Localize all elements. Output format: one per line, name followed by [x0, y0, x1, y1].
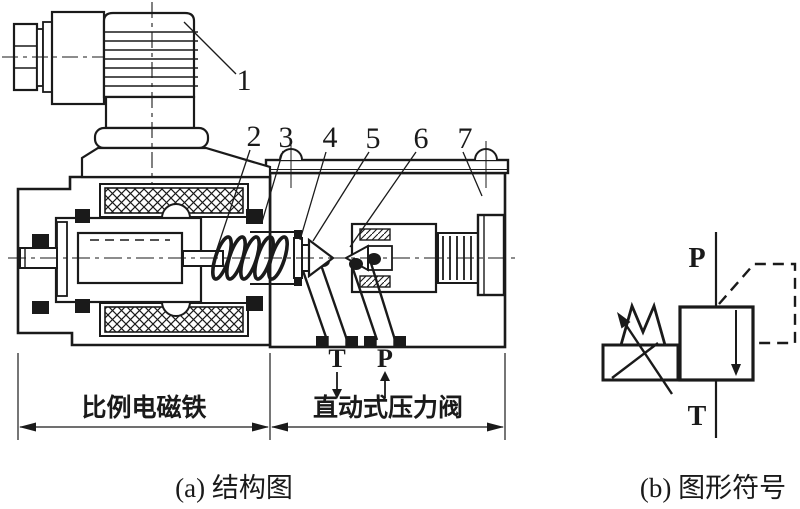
- caption-symbol: (b) 图形符号: [640, 473, 786, 503]
- port-t-label: T: [328, 344, 345, 373]
- part-label-4: 4: [323, 121, 338, 154]
- screw-cap: [476, 213, 506, 297]
- part-label-3: 3: [279, 121, 294, 154]
- port-letters: T P: [328, 344, 393, 399]
- ribbed-cap: [102, 11, 196, 99]
- cable-connector: [2, 2, 272, 222]
- structural-diagram: 1 2 3 4 5 6 7 T P: [2, 2, 520, 503]
- part-label-7: 7: [458, 122, 473, 155]
- part-label-6: 6: [414, 122, 429, 155]
- dimension-annotations: 比例电磁铁 直动式压力阀: [17, 353, 506, 440]
- arrow-up-icon: [380, 371, 390, 381]
- part-label-1: 1: [237, 64, 252, 97]
- graphic-symbol: P T (b) 图形符号: [601, 232, 797, 503]
- dim-label-valve: 直动式压力阀: [313, 394, 463, 422]
- arrow-down-icon: [731, 364, 741, 376]
- symbol-port-p: P: [688, 243, 705, 274]
- arrow-down-icon: [332, 389, 342, 399]
- proportional-arrow: [611, 312, 673, 395]
- part-labels: 1 2 3 4 5 6 7: [183, 21, 483, 256]
- connector-block: [50, 10, 106, 106]
- dim-label-solenoid: 比例电磁铁: [81, 393, 206, 422]
- mount-flange: [80, 146, 272, 179]
- part-label-5: 5: [366, 122, 381, 155]
- caption-structural: (a) 结构图: [175, 473, 293, 503]
- port-p-label: P: [377, 344, 393, 373]
- spring: [211, 235, 289, 281]
- seal-blocks: [32, 209, 263, 314]
- spring-symbol: [619, 301, 667, 346]
- rib-lines: [104, 31, 198, 87]
- flow-arrow: [731, 310, 741, 376]
- solenoid-symbol-box: [601, 343, 680, 382]
- arrow-head-icon: [617, 312, 631, 329]
- pilot-line: [718, 262, 797, 345]
- symbol-port-t: T: [688, 401, 707, 432]
- part-label-2: 2: [247, 120, 262, 153]
- valve-symbol-box: [678, 305, 755, 382]
